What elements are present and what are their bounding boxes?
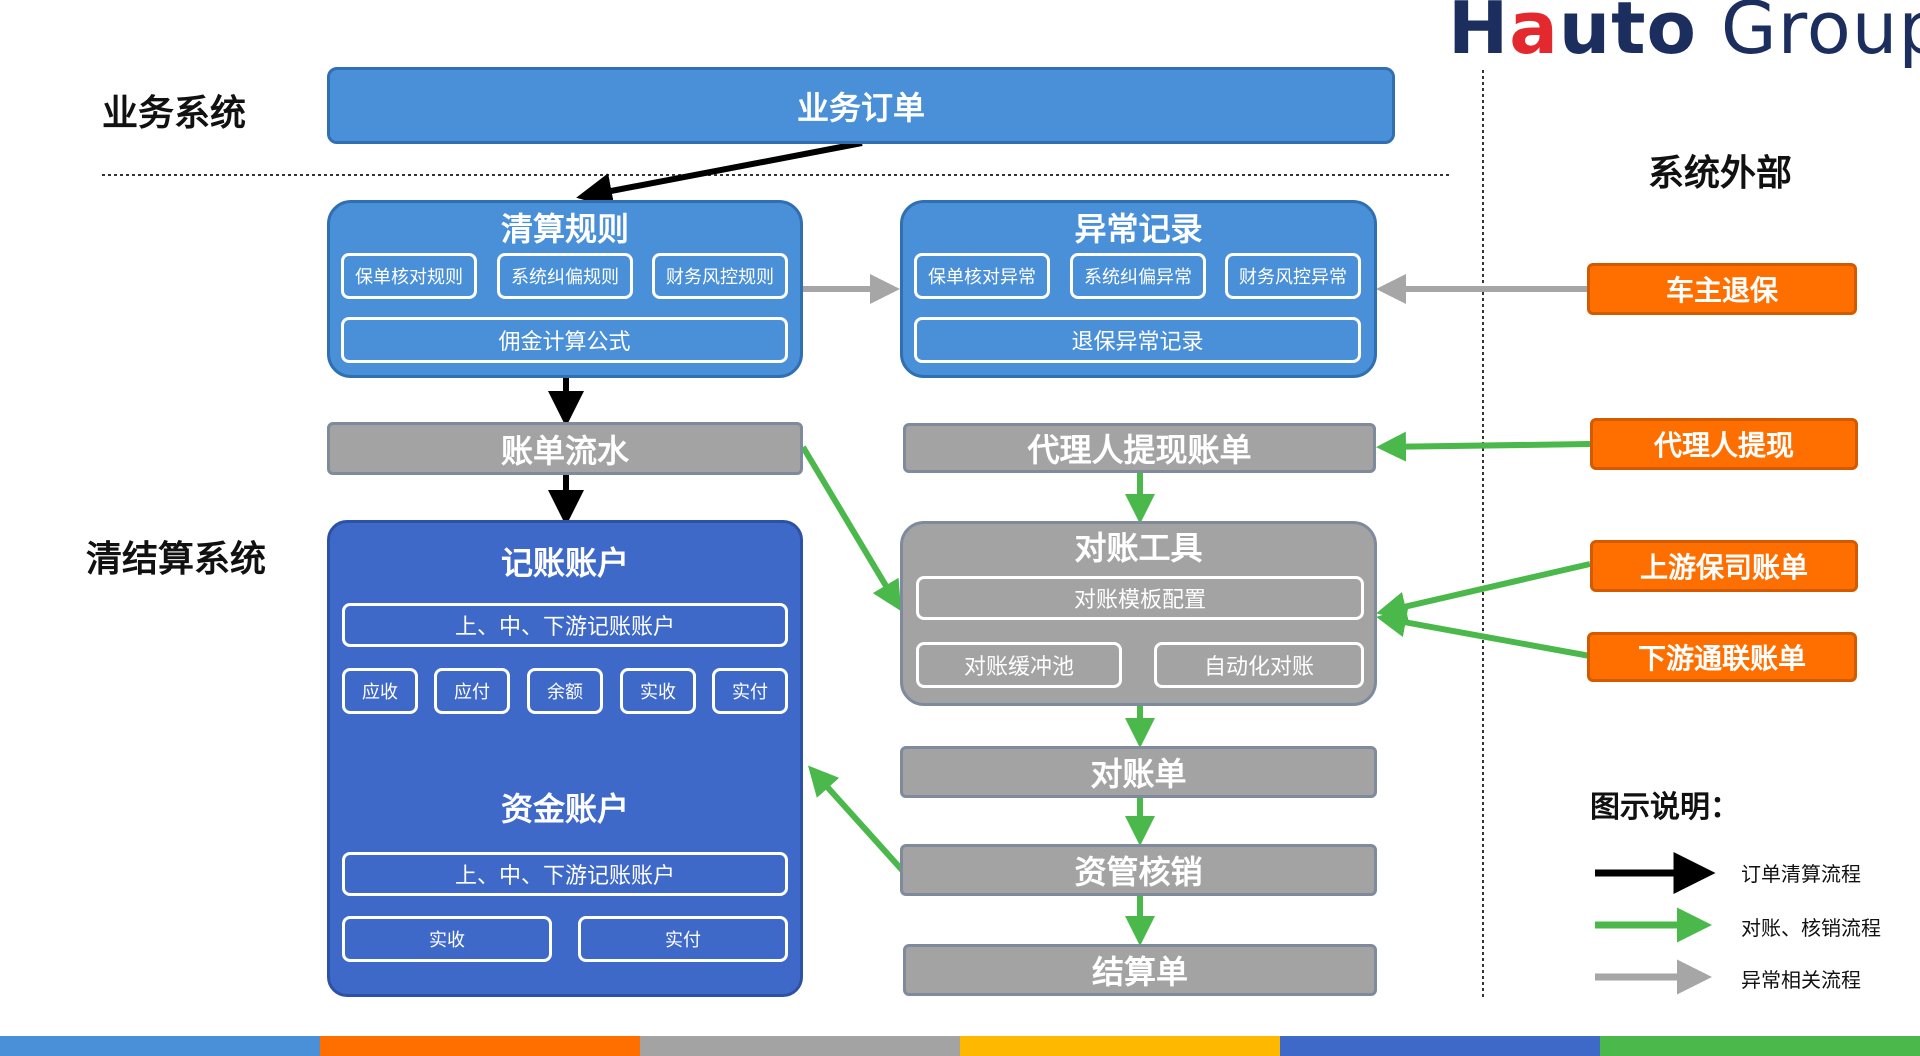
ledger-balance: 余额 bbox=[527, 668, 603, 714]
arrow-billflow-to-tool bbox=[800, 445, 902, 612]
arrow-downstream-to-tool bbox=[1376, 607, 1591, 659]
reconciliation-tool-box: 对账工具 对账模板配置 对账缓冲池 自动化对账 bbox=[900, 521, 1377, 706]
legend-anomaly-flow: 异常相关流程 bbox=[1741, 968, 1861, 992]
anomaly-policy-check: 保单核对异常 bbox=[914, 253, 1050, 299]
anomaly-record-box: 异常记录 保单核对异常 系统纠偏异常 财务风控异常 退保异常记录 bbox=[900, 200, 1377, 378]
automated-reconciliation: 自动化对账 bbox=[1154, 642, 1364, 688]
legend-order-flow: 订单清算流程 bbox=[1741, 862, 1861, 886]
anomaly-finance-risk: 财务风控异常 bbox=[1225, 253, 1361, 299]
rule-policy-check: 保单核对规则 bbox=[341, 253, 477, 299]
downstream-allinpay-bill: 下游通联账单 bbox=[1587, 632, 1857, 682]
reconciliation-template-config: 对账模板配置 bbox=[916, 576, 1364, 620]
refund-anomaly-record: 退保异常记录 bbox=[914, 317, 1361, 363]
anomaly-system-correction: 系统纠偏异常 bbox=[1070, 253, 1206, 299]
ledger-account-title: 记账账户 bbox=[500, 544, 629, 582]
arrow-agentwithdraw-to-bill bbox=[1376, 431, 1591, 462]
ledger-account-levels: 上、中、下游记账账户 bbox=[342, 603, 788, 647]
external-system-label: 系统外部 bbox=[1648, 153, 1793, 194]
clearing-rules-box: 清算规则 保单核对规则 系统纠偏规则 财务风控规则 佣金计算公式 bbox=[327, 200, 803, 378]
stripe-segment bbox=[320, 1036, 640, 1056]
fund-received: 实收 bbox=[342, 916, 552, 962]
agent-withdraw-bill-bar: 代理人提现账单 bbox=[903, 423, 1376, 473]
ledger-payable: 应付 bbox=[434, 668, 510, 714]
reconciliation-tool-title: 对账工具 bbox=[1074, 529, 1203, 567]
stripe-segment bbox=[640, 1036, 960, 1056]
commission-formula: 佣金计算公式 bbox=[341, 317, 788, 363]
clearing-rules-title: 清算规则 bbox=[500, 210, 629, 248]
rule-system-correction: 系统纠偏规则 bbox=[497, 253, 633, 299]
ledger-paid: 实付 bbox=[712, 668, 788, 714]
stripe-segment bbox=[960, 1036, 1280, 1056]
statement-bar: 对账单 bbox=[900, 746, 1377, 798]
arrow-order-to-rules bbox=[576, 140, 863, 209]
arrow-upstream-to-tool bbox=[1376, 561, 1591, 622]
fund-paid: 实付 bbox=[578, 916, 788, 962]
agent-withdraw: 代理人提现 bbox=[1590, 418, 1858, 470]
legend-recon-flow: 对账、核销流程 bbox=[1741, 916, 1881, 940]
legend-title: 图示说明： bbox=[1590, 790, 1740, 825]
reconciliation-buffer-pool: 对账缓冲池 bbox=[916, 642, 1122, 688]
accounts-box: 记账账户 上、中、下游记账账户 应收 应付 余额 实收 实付 资金账户 上、中、… bbox=[327, 520, 803, 997]
rule-finance-risk: 财务风控规则 bbox=[652, 253, 788, 299]
asset-writeoff-bar: 资管核销 bbox=[900, 844, 1377, 896]
ledger-received: 实收 bbox=[620, 668, 696, 714]
business-system-label: 业务系统 bbox=[102, 93, 247, 134]
business-order-bar: 业务订单 bbox=[327, 67, 1395, 144]
arrow-writeoff-to-fund bbox=[807, 765, 905, 873]
stripe-segment bbox=[0, 1036, 320, 1056]
anomaly-record-title: 异常记录 bbox=[1074, 210, 1203, 248]
car-owner-refund: 车主退保 bbox=[1587, 263, 1857, 315]
ledger-receivable: 应收 bbox=[342, 668, 418, 714]
clearing-system-label: 清结算系统 bbox=[86, 539, 267, 580]
stripe-segment bbox=[1600, 1036, 1920, 1056]
stripe-segment bbox=[1280, 1036, 1600, 1056]
bottom-color-stripe bbox=[0, 1036, 1920, 1056]
hauto-group-logo: Hauto Group bbox=[1448, 0, 1920, 70]
bill-flow-bar: 账单流水 bbox=[327, 422, 803, 475]
upstream-insurer-bill: 上游保司账单 bbox=[1590, 540, 1858, 592]
settlement-bar: 结算单 bbox=[903, 944, 1377, 996]
fund-account-title: 资金账户 bbox=[500, 790, 629, 828]
fund-account-levels: 上、中、下游记账账户 bbox=[342, 852, 788, 896]
